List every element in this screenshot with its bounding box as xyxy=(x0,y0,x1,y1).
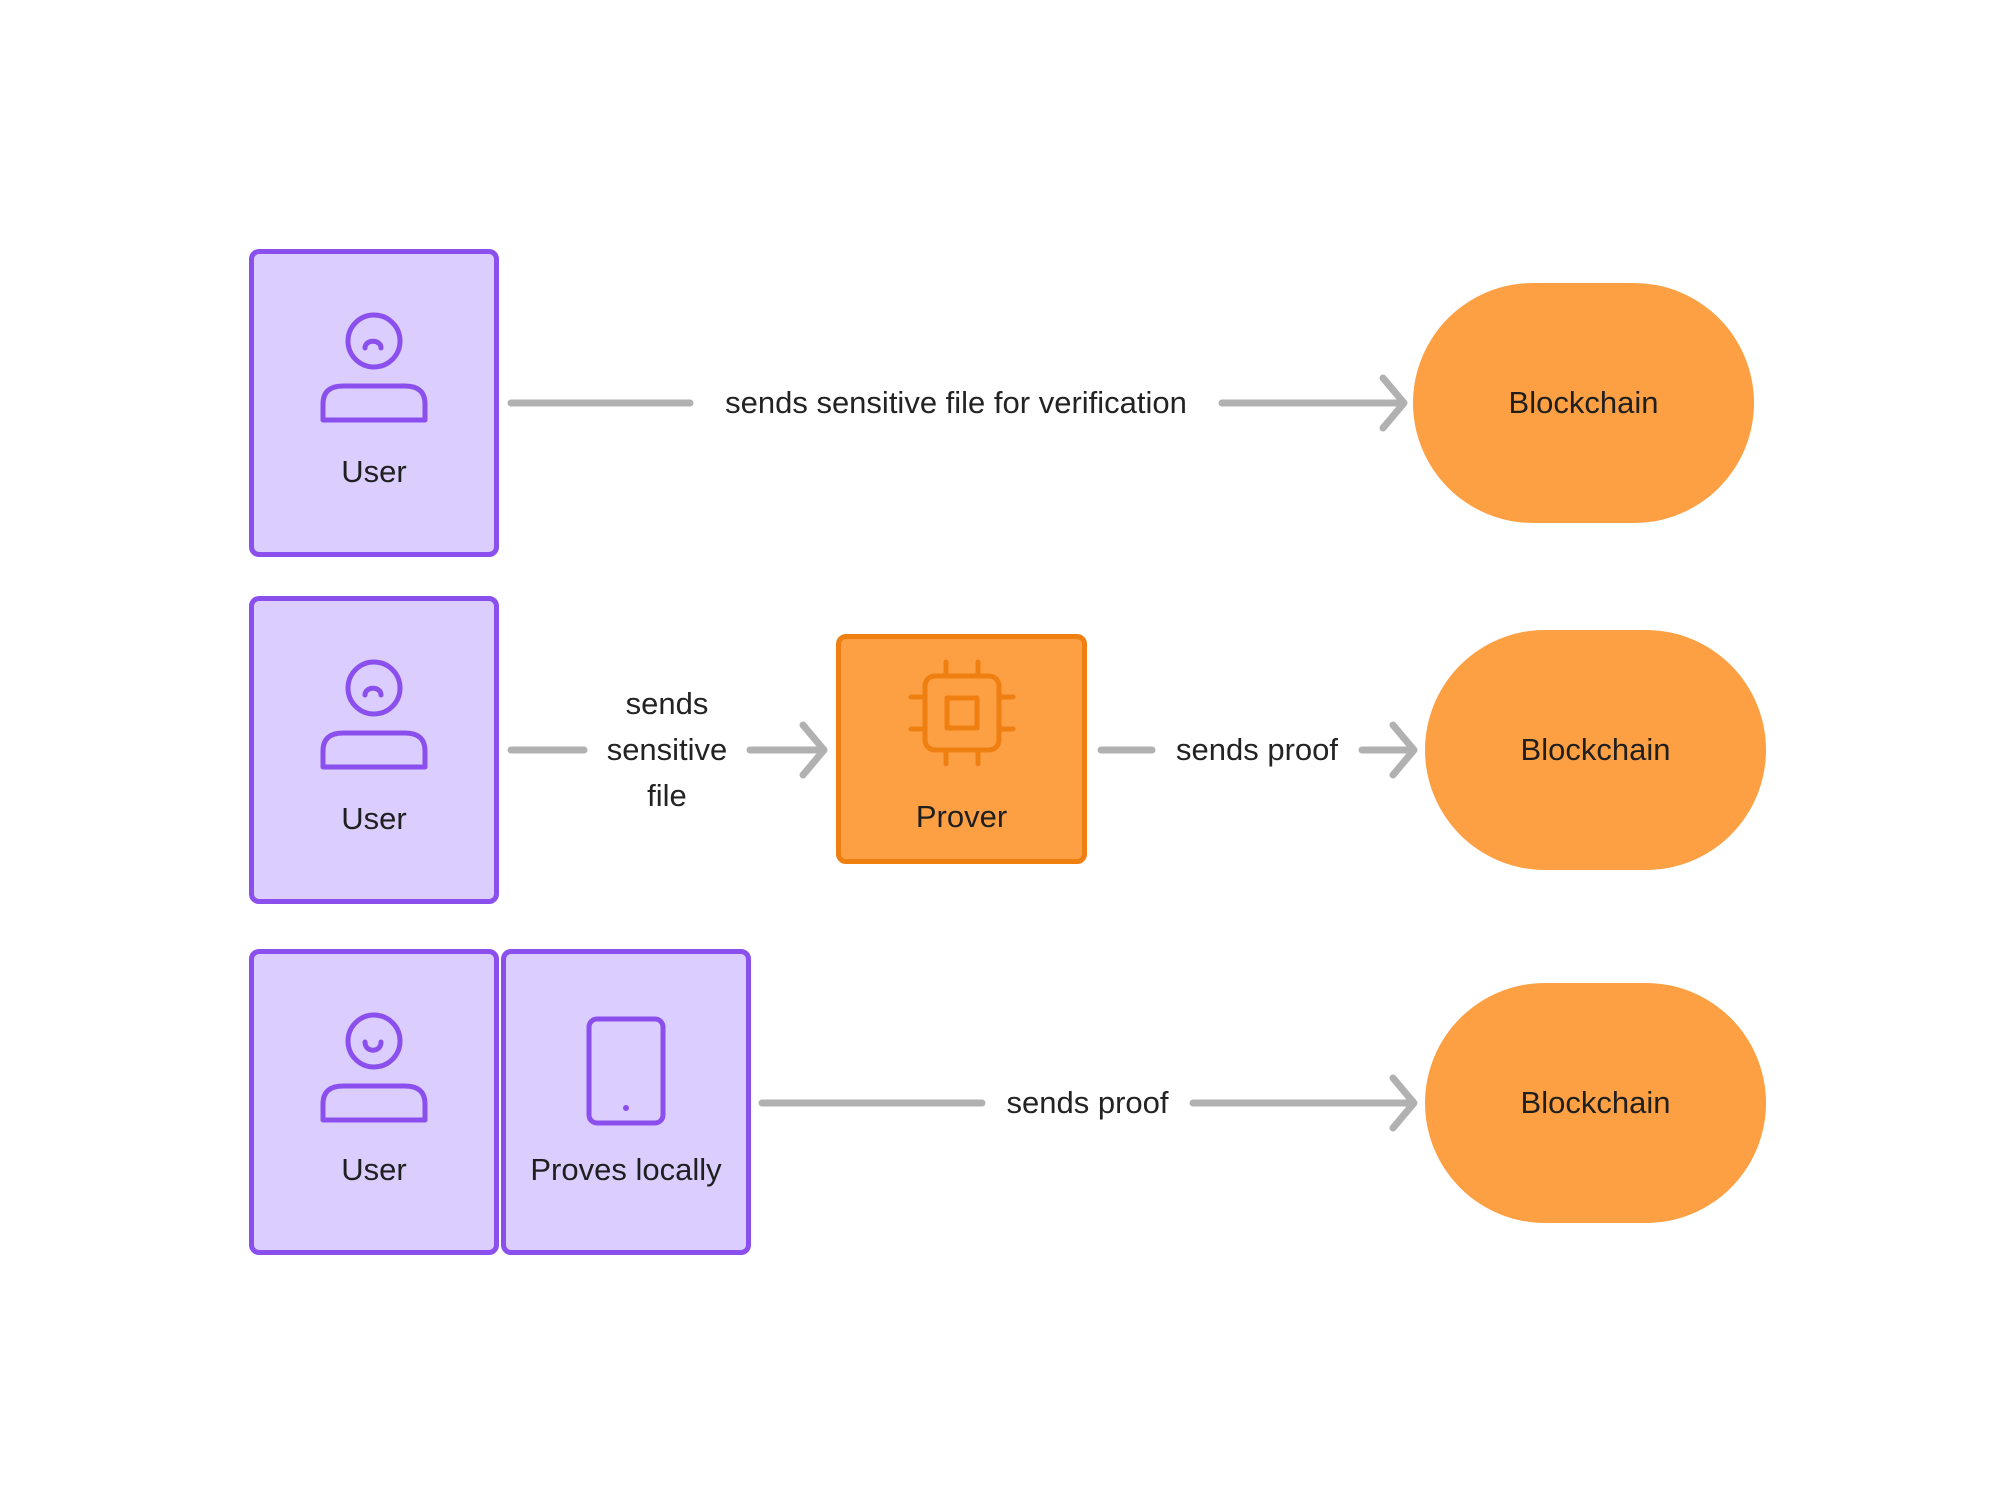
user-icon xyxy=(320,1012,428,1123)
edge-label-row1: sends sensitive file for verification xyxy=(725,385,1187,420)
user-label-row1: User xyxy=(341,454,407,489)
blockchain-label-row1: Blockchain xyxy=(1508,385,1659,420)
user-icon xyxy=(320,659,428,770)
chip-icon xyxy=(908,659,1016,767)
arrowhead-row1 xyxy=(1379,374,1408,432)
blockchain-label-row2: Blockchain xyxy=(1520,732,1671,767)
device-box: Proves locally xyxy=(501,949,751,1255)
user-label-row2: User xyxy=(341,801,407,836)
user-box-row3: User xyxy=(249,949,499,1255)
blockchain-label-row3: Blockchain xyxy=(1520,1085,1671,1120)
edge-label-row2-a: sends sensitive file xyxy=(606,686,728,813)
arrowhead-row3 xyxy=(1389,1074,1418,1132)
prover-label: Prover xyxy=(915,799,1008,834)
user-label-row3: User xyxy=(341,1152,407,1187)
arrowhead-row2-a xyxy=(799,721,828,779)
edge-label-row3: sends proof xyxy=(1006,1085,1169,1120)
blockchain-node-row2: Blockchain xyxy=(1425,630,1766,870)
device-label: Proves locally xyxy=(530,1152,722,1187)
prover-box: Prover xyxy=(836,634,1087,864)
user-box-row1: User xyxy=(249,249,499,557)
phone-icon xyxy=(586,1016,666,1126)
blockchain-node-row3: Blockchain xyxy=(1425,983,1766,1223)
blockchain-node-row1: Blockchain xyxy=(1413,283,1754,523)
user-icon xyxy=(320,312,428,423)
user-box-row2: User xyxy=(249,596,499,904)
arrowhead-row2-b xyxy=(1389,721,1418,779)
edge-label-row2-b: sends proof xyxy=(1176,732,1338,767)
